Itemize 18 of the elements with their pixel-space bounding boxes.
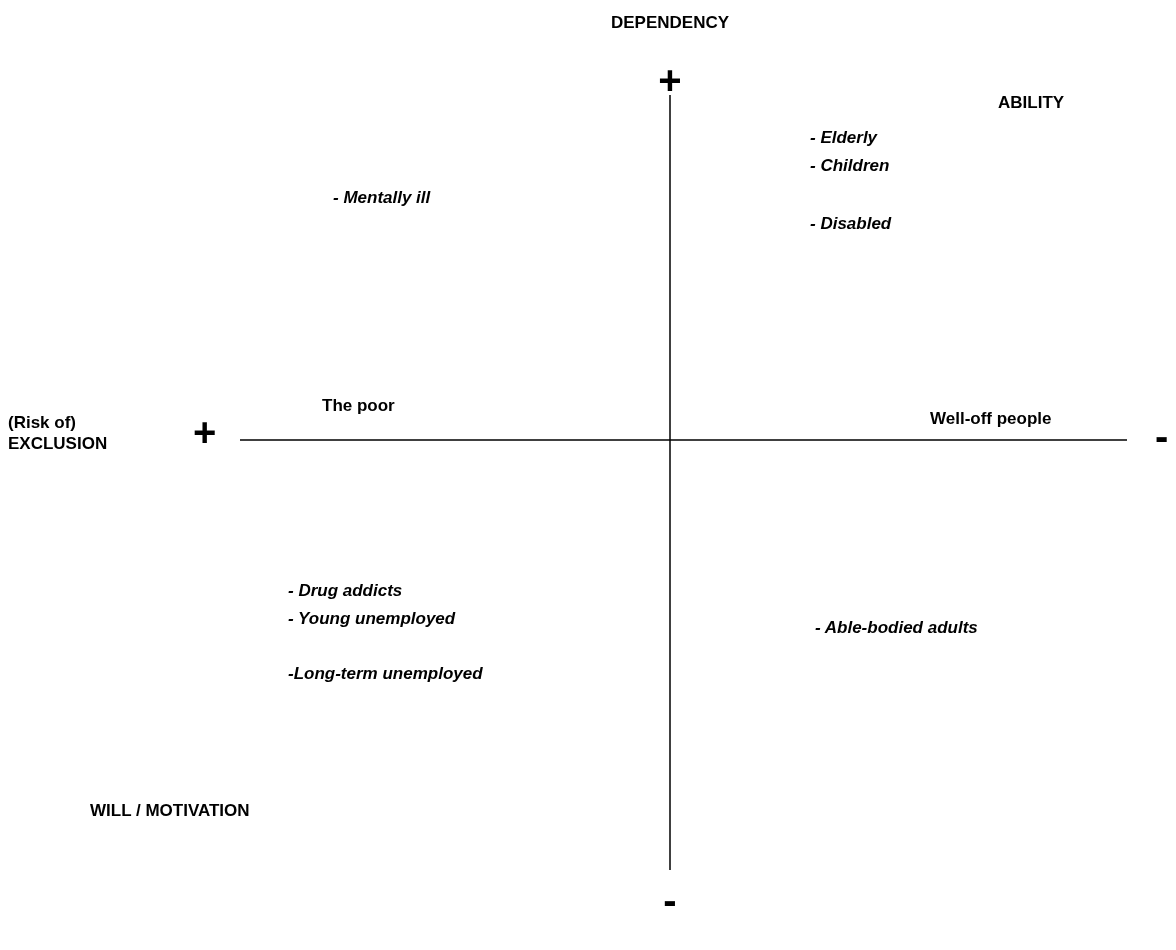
group-label: - Able-bodied adults: [815, 617, 978, 638]
axis-title: (Risk of) EXCLUSION: [8, 412, 109, 454]
plus-sign: +: [658, 60, 682, 100]
minus-sign: -: [1155, 416, 1169, 456]
group-label: -Long-term unemployed: [288, 663, 483, 684]
minus-sign: -: [663, 880, 677, 920]
axis-end-label: The poor: [322, 395, 395, 416]
plus-sign: +: [193, 412, 217, 452]
group-label: - Mentally ill: [333, 187, 431, 208]
group-label: - Elderly: [810, 127, 878, 148]
group-label: - Children: [810, 155, 890, 176]
group-label: - Disabled: [810, 213, 892, 234]
group-label: - Drug addicts: [288, 580, 403, 601]
quadrant-title: WILL / MOTIVATION: [90, 800, 250, 821]
quadrant-title: ABILITY: [998, 92, 1065, 113]
axis-end-label: Well-off people: [930, 408, 1052, 429]
group-label: - Young unemployed: [288, 608, 456, 629]
axis-title: DEPENDENCY: [610, 12, 730, 33]
